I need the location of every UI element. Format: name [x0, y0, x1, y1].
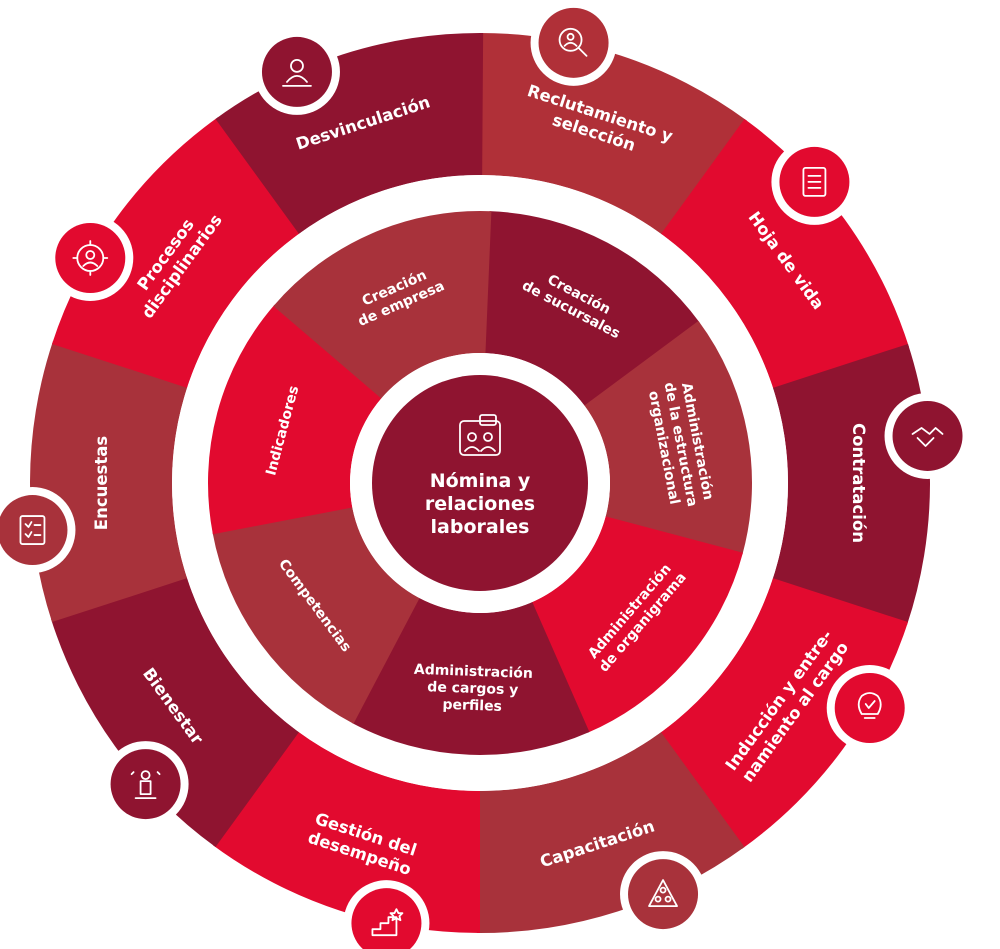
outer-segment-hoja-de-vida: [661, 118, 909, 390]
outer-segment-gestion: [212, 730, 481, 933]
person-sparkle-badge: [102, 741, 189, 828]
stairs-star-badge: [343, 880, 430, 949]
person-hand-icon: [282, 59, 312, 87]
person-sparkle-icon: [130, 770, 161, 800]
inner-segment-competencias: [212, 506, 420, 724]
handshake-icon: [911, 427, 944, 447]
resume-document-badge: [771, 138, 858, 225]
resume-document-icon: [802, 166, 827, 197]
person-hand-badge: [253, 28, 340, 115]
lightbulb-check-icon: [857, 692, 882, 719]
target-person-icon: [72, 240, 109, 276]
badge-disc: [628, 859, 699, 930]
outer-segment-induccion: [659, 578, 908, 849]
lightbulb-check-badge: [826, 665, 913, 751]
outer-label-encuestas: Encuestas: [92, 436, 111, 531]
magnifier-people-icon: [558, 27, 588, 57]
badge-disc: [55, 223, 126, 293]
target-person-badge: [47, 215, 134, 301]
center-label-line: laborales: [431, 516, 530, 538]
chat-people-icon: [459, 414, 501, 456]
inner-segment-sucursales: [484, 211, 700, 407]
magnifier-people-badge: [530, 0, 617, 86]
handshake-badge: [884, 392, 971, 479]
outer-segment-reclutamiento: [480, 33, 748, 236]
outer-label-line: Contratación: [849, 423, 868, 543]
outer-segment-bienestar: [51, 576, 299, 848]
badge-disc: [110, 749, 181, 820]
outer-label-contratacion: Contratación: [849, 423, 868, 543]
clipboard-survey-badge: [0, 487, 76, 574]
inner-segment-empresa: [273, 211, 492, 399]
inner-label-line: Administración: [414, 662, 534, 682]
inner-segment-cargos: [351, 597, 590, 755]
inner-segment-indicadores: [208, 304, 382, 535]
center-label-line: Nómina y: [430, 470, 531, 492]
center-label-line: relaciones: [425, 493, 535, 515]
outer-label-line: Encuestas: [92, 436, 111, 531]
outer-segment-procesos: [52, 117, 301, 388]
stairs-star-icon: [371, 908, 404, 937]
group-pyramid-icon: [648, 879, 678, 907]
inner-label-line: perfiles: [442, 697, 502, 715]
icon-badges: [0, 0, 971, 949]
inner-ring: [208, 211, 752, 755]
clipboard-survey-icon: [19, 515, 46, 545]
inner-label-cargos: Administraciónde cargos yperfiles: [412, 662, 533, 716]
group-pyramid-badge: [620, 851, 707, 938]
badge-disc: [351, 888, 422, 949]
badge-disc: [0, 495, 68, 566]
inner-segment-estructura: [584, 320, 752, 555]
badge-disc: [892, 400, 963, 471]
inner-label-line: de cargos y: [427, 679, 519, 698]
center-disc: [372, 375, 588, 591]
inner-segment-organigrama: [531, 516, 743, 733]
